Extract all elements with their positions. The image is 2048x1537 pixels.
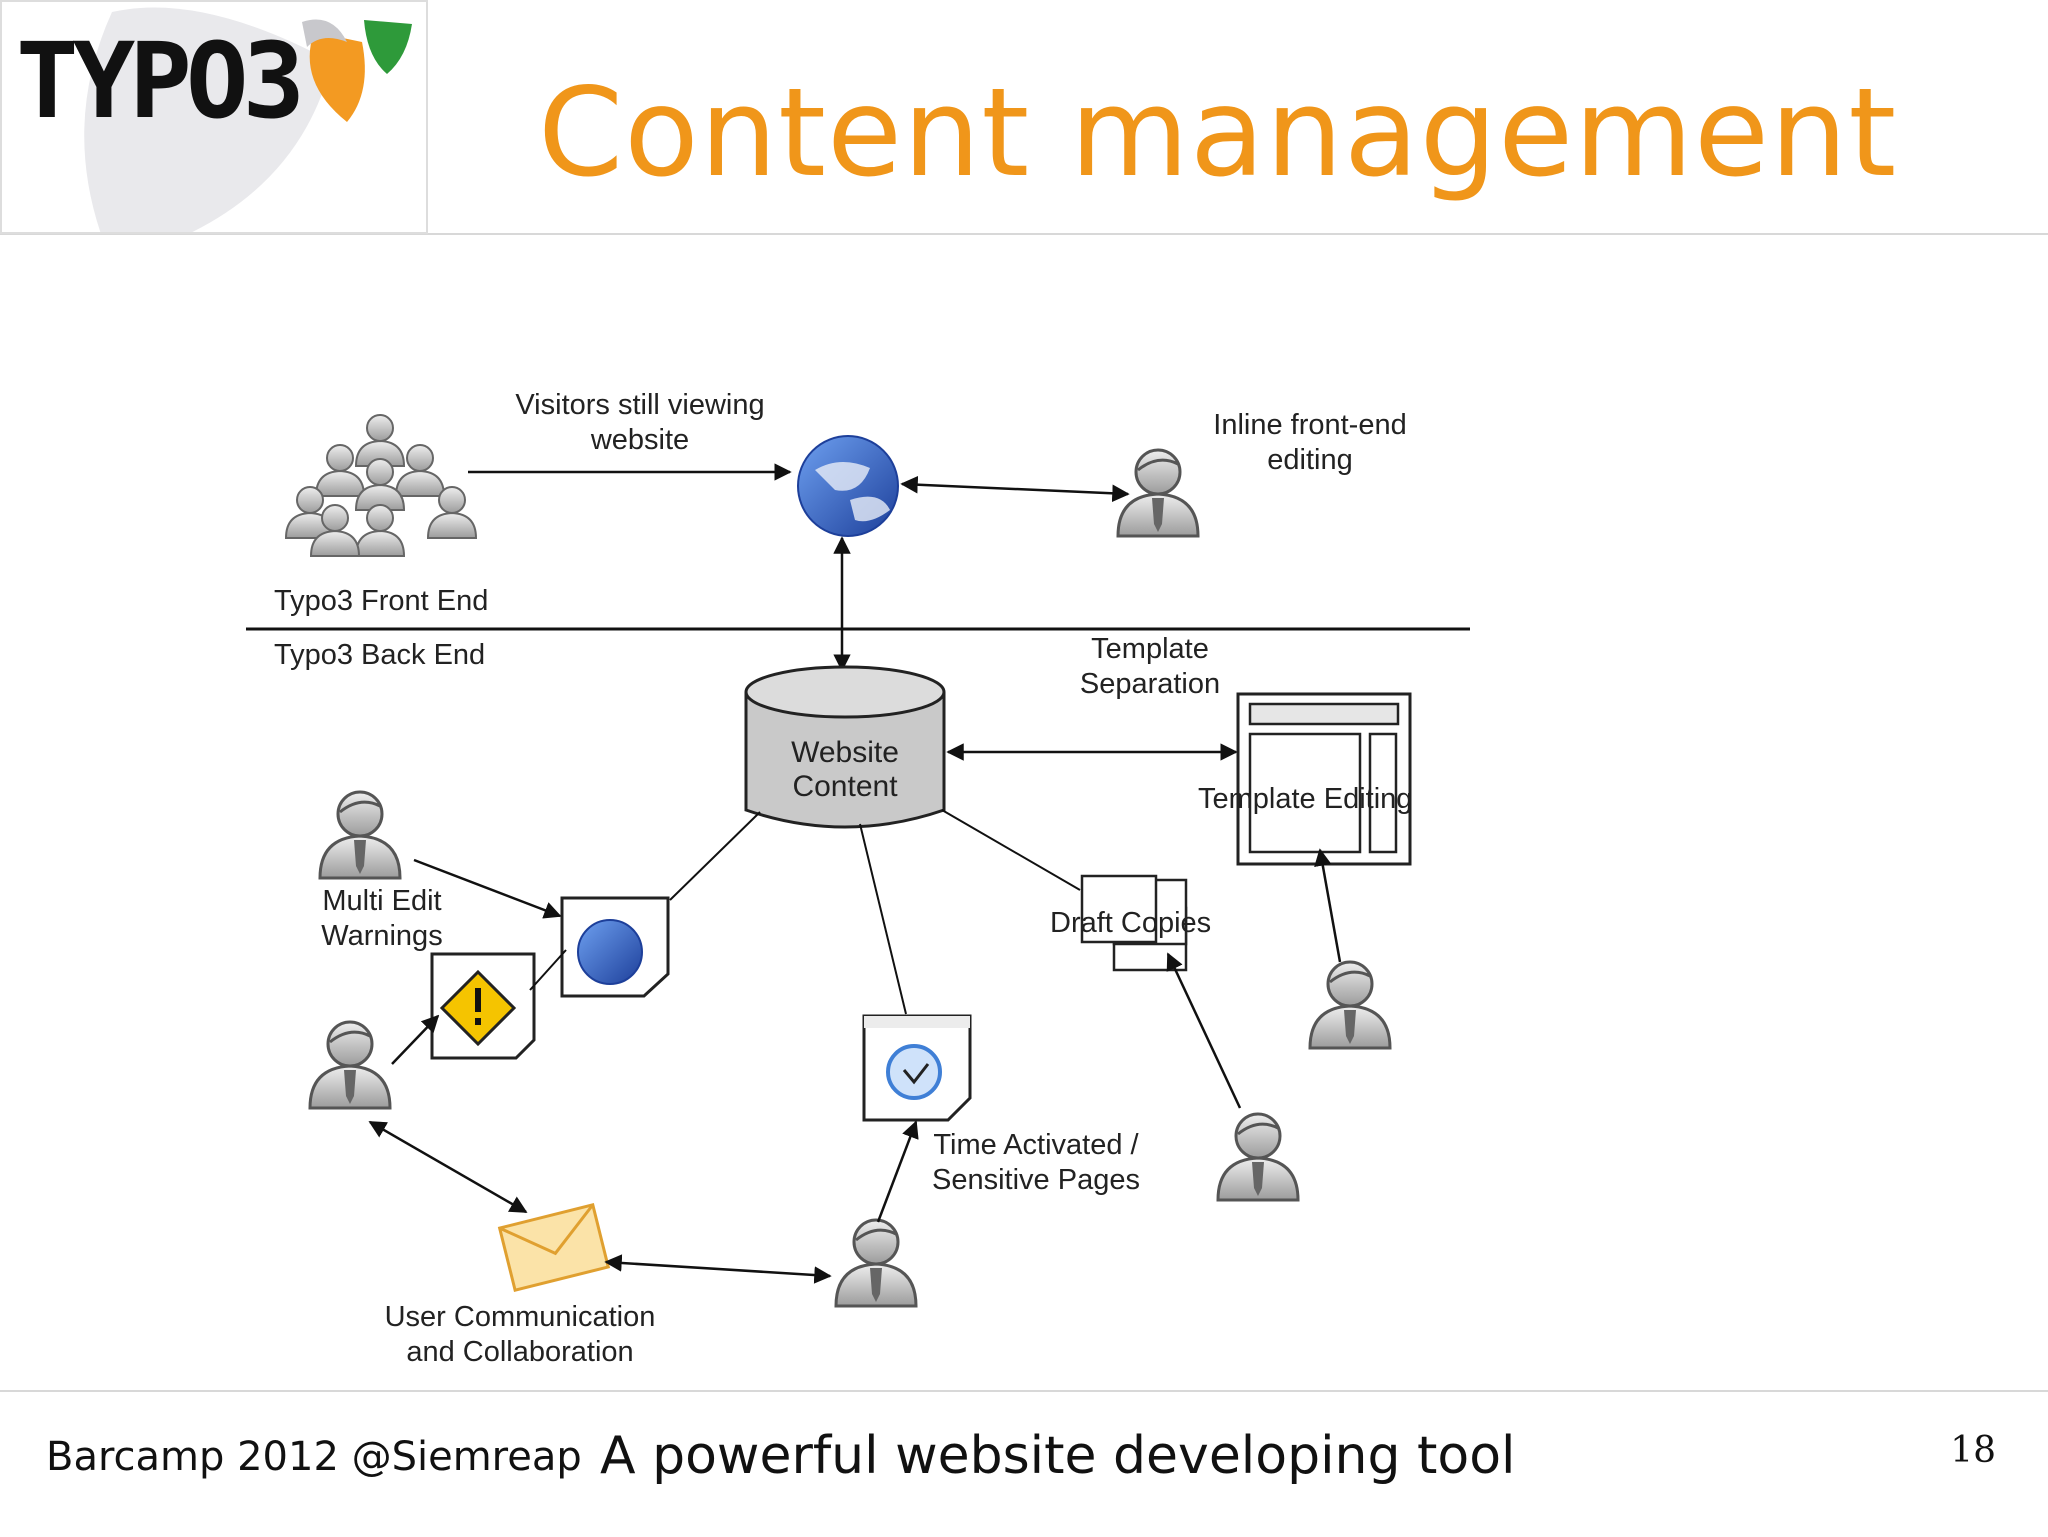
draft-editor-person-icon bbox=[1216, 1112, 1300, 1202]
event-label: Barcamp 2012 @Siemreap bbox=[46, 1434, 582, 1480]
person-envelope-arrow bbox=[368, 1120, 528, 1214]
draft-editing-arrow bbox=[1166, 952, 1242, 1109]
multi-edit-bottom-arrow bbox=[391, 1014, 440, 1065]
draft-copies-label: Draft Copies bbox=[1050, 907, 1212, 939]
multi-edit-person-top-icon bbox=[318, 790, 402, 880]
warning-page-icon bbox=[430, 952, 536, 1060]
user-communication-label: User Communication and Collaboration bbox=[384, 1301, 656, 1368]
template-separation-label: Template Separation bbox=[1079, 633, 1221, 700]
front-end-label: Typo3 Front End bbox=[274, 585, 489, 617]
multi-edit-label: Multi Edit Warnings bbox=[321, 885, 443, 952]
template-editor-person-icon bbox=[1308, 960, 1392, 1050]
template-editing-label: Template Editing bbox=[1198, 783, 1413, 815]
time-activated-page-icon bbox=[862, 1014, 972, 1122]
multi-edit-page-icon bbox=[560, 896, 670, 998]
inline-editor-person-icon bbox=[1116, 448, 1200, 538]
website-globe-icon bbox=[797, 435, 899, 537]
warning-to-page-line bbox=[529, 949, 567, 991]
slide-footer: Barcamp 2012 @Siemreap A powerful websit… bbox=[0, 1390, 2048, 1537]
website-content-database-icon bbox=[744, 665, 946, 829]
multi-edit-person-bottom-icon bbox=[308, 1020, 392, 1110]
visitors-label: Visitors still viewing website bbox=[515, 389, 765, 456]
visitors-group-icon bbox=[285, 414, 477, 557]
page-number: 18 bbox=[1950, 1430, 1996, 1471]
envelope-person-arrow bbox=[604, 1254, 832, 1284]
template-editing-arrow bbox=[1314, 848, 1342, 963]
multi-edit-top-arrow bbox=[413, 858, 562, 919]
logo-text: TYPO3 bbox=[16, 20, 305, 142]
inline-editing-label: Inline front-end editing bbox=[1213, 409, 1407, 476]
inline-editing-arrow bbox=[900, 475, 1130, 503]
template-layout-icon bbox=[1236, 692, 1412, 866]
timed-page-arrow bbox=[876, 1120, 919, 1223]
typo3-logo: TYPO3 bbox=[0, 0, 428, 234]
envelope-icon bbox=[497, 1203, 611, 1292]
content-to-drafts-line bbox=[941, 809, 1081, 891]
website-content-label: Website Content bbox=[791, 736, 899, 803]
logo-swoosh-icon bbox=[84, 7, 412, 232]
content-to-multiedit-line bbox=[669, 811, 761, 901]
content-management-diagram: Visitors still viewing website Inline fr… bbox=[230, 370, 1500, 1380]
slide-header: TYPO3 Content management bbox=[0, 0, 2048, 235]
timed-page-editor-person-icon bbox=[834, 1218, 918, 1308]
tagline: A powerful website developing tool bbox=[600, 1426, 1516, 1486]
draft-copy-front-doc bbox=[1080, 874, 1158, 944]
content-to-timed-line bbox=[859, 823, 907, 1015]
time-activated-label: Time Activated / Sensitive Pages bbox=[932, 1129, 1140, 1196]
back-end-label: Typo3 Back End bbox=[274, 639, 486, 671]
slide-title: Content management bbox=[538, 62, 1898, 204]
